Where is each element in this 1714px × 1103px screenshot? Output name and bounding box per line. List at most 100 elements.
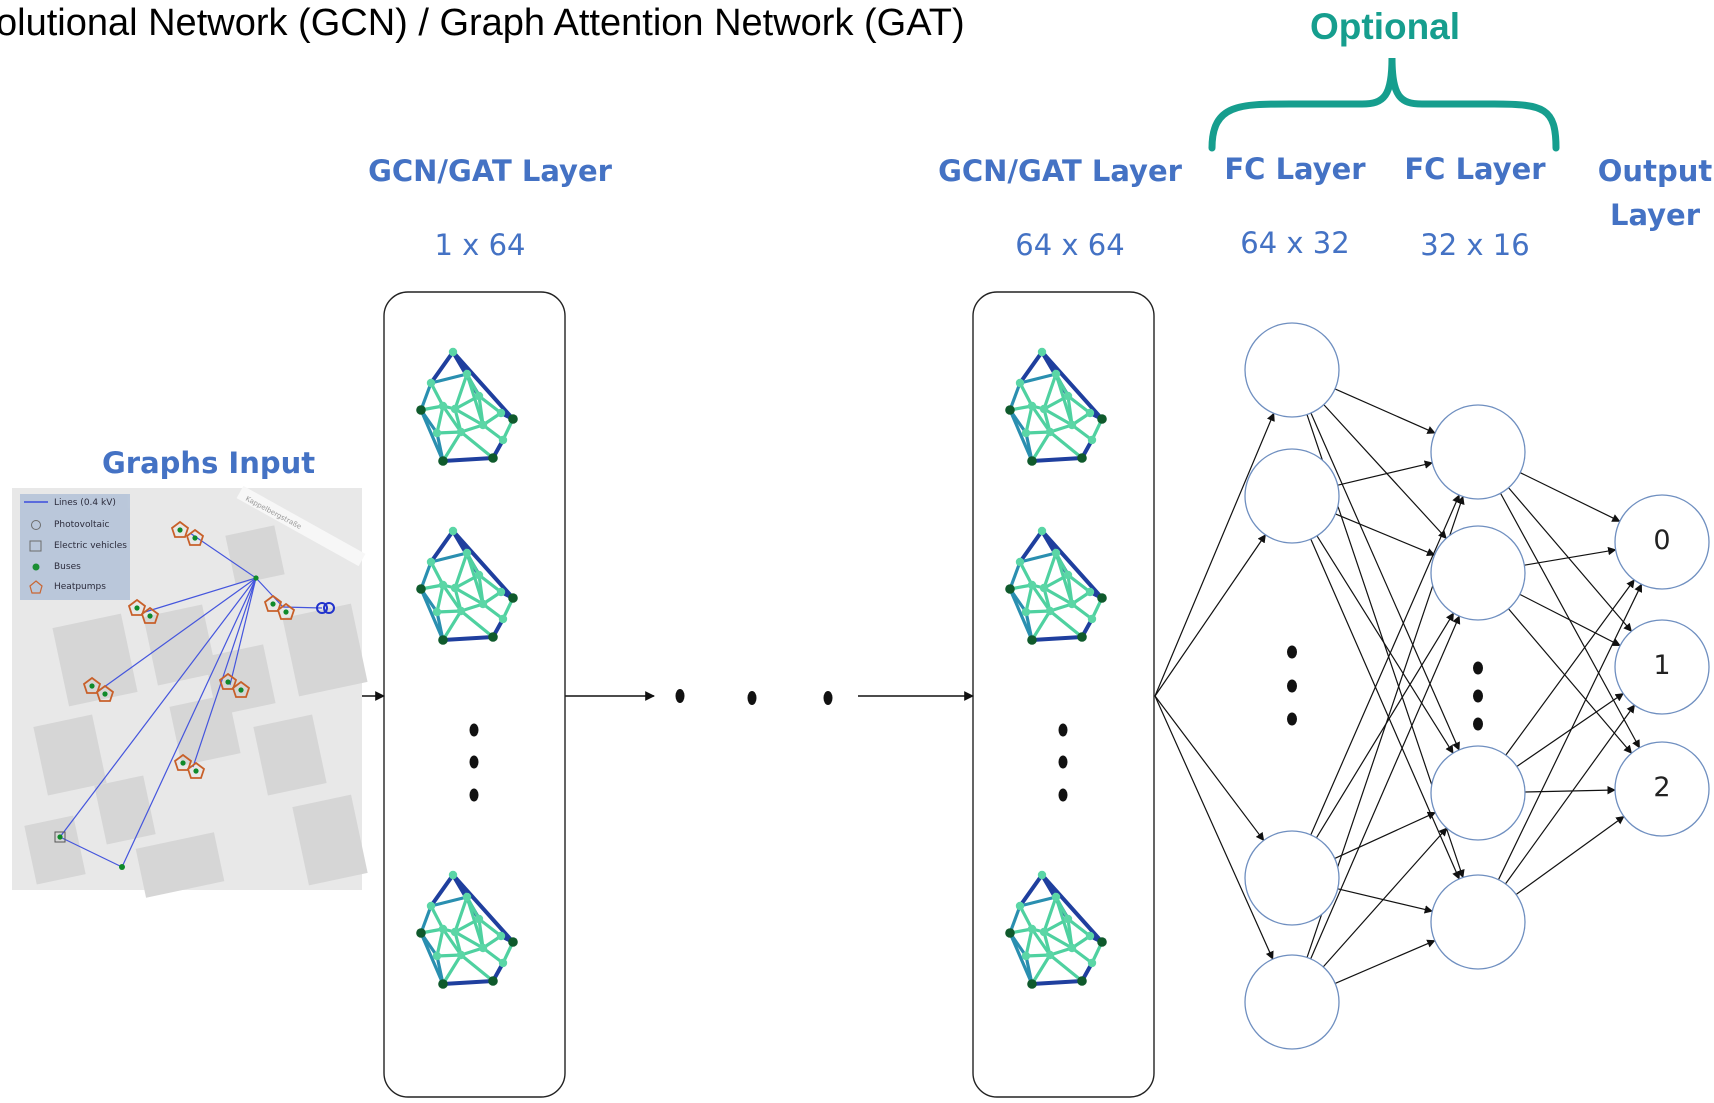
ev-marker [54, 831, 66, 843]
graph-node [474, 914, 484, 924]
fc-edge [1337, 460, 1434, 486]
fc-edge [1323, 404, 1447, 539]
graph-icon [1005, 870, 1107, 989]
heatpump-marker [95, 684, 115, 702]
graph-edge [1048, 953, 1084, 983]
graph-edge [1030, 583, 1052, 613]
fc-edge [1310, 538, 1461, 880]
map-building [292, 794, 368, 886]
map-building [225, 525, 285, 585]
fc-edge [1310, 412, 1460, 751]
graph-edge [1030, 456, 1084, 463]
graph-node [1077, 976, 1087, 986]
map-line [144, 577, 257, 613]
graph-node [496, 408, 506, 418]
output-label-2: 2 [1653, 772, 1671, 803]
graph-node [426, 378, 436, 388]
fc-edge [1505, 704, 1635, 885]
graph-node [438, 979, 448, 989]
fc1-neuron [1244, 322, 1340, 418]
graph-node [498, 614, 508, 624]
graph-node [1027, 401, 1037, 411]
heatpump-marker [185, 528, 205, 546]
graph-node [488, 453, 498, 463]
graph-node [1037, 526, 1047, 536]
graph-node [1077, 632, 1087, 642]
graph-node [416, 584, 426, 594]
ellipsis-dot [469, 788, 479, 802]
heatpump-marker [263, 594, 283, 612]
map-building [253, 714, 327, 796]
graph-edge [1018, 904, 1034, 931]
map-building [24, 815, 86, 885]
heatpump-marker [231, 680, 251, 698]
legend-label: Photovoltaic [54, 520, 110, 530]
graph-icon [416, 347, 518, 466]
bus-marker [180, 760, 186, 766]
graph-node [1021, 951, 1031, 961]
heatpump-marker [140, 606, 160, 624]
fc-edge [1524, 785, 1616, 795]
bus-marker [102, 691, 108, 697]
graph-edge [429, 551, 469, 564]
graph-node [456, 950, 466, 960]
graph-node [438, 924, 448, 934]
graph-edge [1054, 551, 1074, 606]
legend-item: Heatpumps [24, 580, 106, 597]
fc2-neuron [1430, 874, 1526, 970]
map-building [204, 644, 276, 716]
fc1-neuron [1244, 830, 1340, 926]
graph-edge [465, 895, 485, 950]
graph-node [1005, 584, 1015, 594]
fc-edge [1154, 412, 1275, 697]
gcn1-title: GCN/GAT Layer [368, 154, 612, 188]
graph-edge [1042, 372, 1058, 411]
ellipsis-dot [1473, 689, 1483, 703]
bus-marker [238, 687, 244, 693]
graph-edge [1018, 560, 1034, 587]
fc2-neuron [1430, 525, 1526, 621]
graph-edge [429, 560, 445, 587]
ellipsis-dot [1473, 717, 1483, 731]
ellipsis-dot [1473, 661, 1483, 675]
graph-node [1021, 428, 1031, 438]
graph-edge [429, 372, 469, 385]
graph-edge [453, 930, 485, 950]
graph-node [1039, 927, 1049, 937]
graph-edge [441, 609, 463, 642]
map-line [255, 577, 284, 608]
fc-edge [1154, 695, 1274, 960]
map-building [143, 604, 217, 686]
graph-node [1051, 892, 1061, 902]
ellipsis-dot [1058, 723, 1068, 737]
graph-node [508, 414, 518, 424]
graph-node [496, 587, 506, 597]
graph-node [1097, 593, 1107, 603]
heatpump-marker [276, 602, 296, 620]
graph-edge [1030, 979, 1084, 986]
graph-edge [441, 583, 463, 613]
graph-edge [1024, 404, 1034, 435]
ellipsis-dot [747, 691, 757, 705]
graph-edge [1030, 404, 1052, 434]
graph-edge [1024, 927, 1034, 958]
bus-marker [134, 605, 140, 611]
graph-edge [459, 430, 495, 460]
transformer-marker [316, 602, 328, 614]
output-title-line2: Layer [1609, 198, 1701, 232]
fc-edge [1516, 693, 1624, 767]
graph-edge [435, 583, 445, 614]
fc-edge [1334, 811, 1437, 860]
fc1-neuron [1244, 954, 1340, 1050]
graph-edge [1030, 953, 1052, 986]
graph-node [1027, 456, 1037, 466]
graph-edge [429, 904, 445, 931]
map-line [59, 577, 257, 838]
graph-node [1085, 408, 1095, 418]
graph-edge [441, 927, 463, 957]
graph-edge [1048, 430, 1084, 460]
graph-node [450, 404, 460, 414]
graph-edge [1024, 583, 1034, 614]
graph-node [488, 632, 498, 642]
